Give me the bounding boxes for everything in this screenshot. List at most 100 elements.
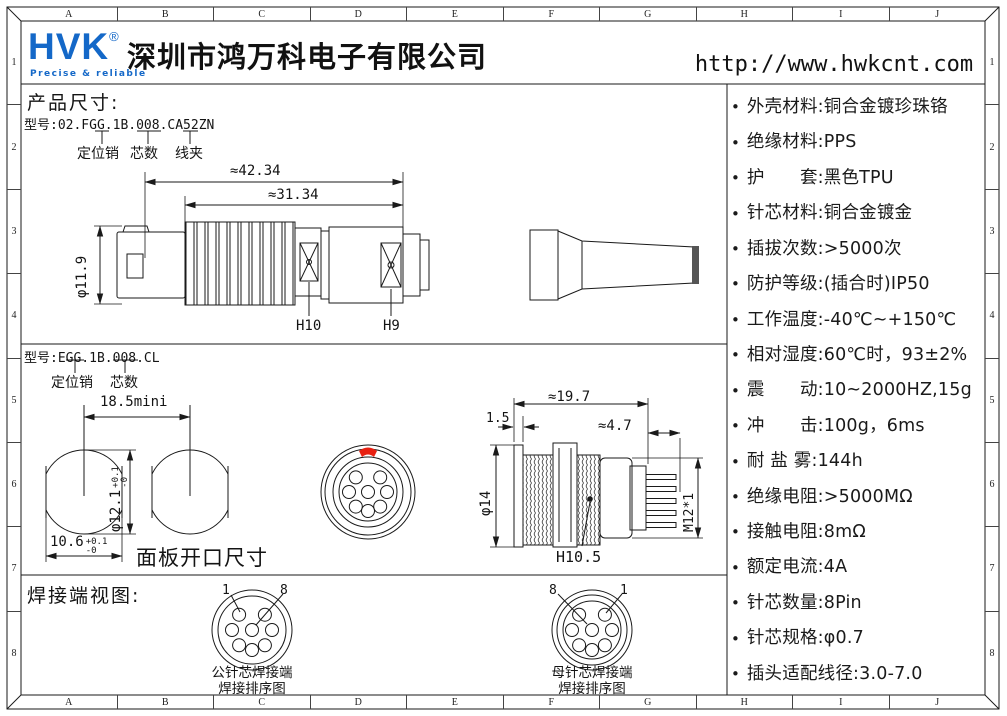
bullet-icon: • — [731, 594, 740, 613]
bullet-icon: • — [731, 665, 740, 684]
grid-col-label: B — [118, 7, 214, 21]
bullet-icon: • — [731, 488, 740, 507]
grid-col-label: D — [311, 695, 407, 709]
grid-col-label: H — [697, 695, 793, 709]
model-label-pin-count: 芯数 — [130, 146, 158, 162]
grid-row-label: 1 — [985, 21, 999, 106]
spec-item-shell-material: •外壳材料:铜合金镀珍珠铬 — [731, 97, 948, 117]
grid-col-label: F — [504, 695, 600, 709]
spec-item-pin-count: •针芯数量:8Pin — [731, 592, 862, 613]
model-label-pin-count: 芯数 — [110, 375, 138, 391]
female-weld-caption-line1: 母针芯焊接端 — [551, 665, 633, 681]
grid-col-label: G — [600, 7, 697, 21]
socket-side-view — [490, 398, 703, 548]
male-pin1-label: 1 — [222, 583, 230, 598]
female-pin8-label: 8 — [549, 583, 557, 598]
grid-row-label: 1 — [7, 21, 21, 106]
company-logo: HVK® — [28, 26, 120, 67]
grid-row-label: 4 — [7, 274, 21, 359]
dim-partial-length: ≈31.34 — [268, 187, 319, 203]
bullet-icon: • — [731, 381, 740, 400]
spec-item-operating-temp: •工作温度:-40℃~+150℃ — [731, 309, 957, 330]
grid-col-label: A — [21, 7, 118, 21]
model-label-locating-pin: 定位销 — [77, 146, 119, 162]
grid-strip-right: 1 2 3 4 5 6 7 8 — [985, 21, 999, 695]
dim-plug-diameter: φ11.9 — [74, 255, 90, 298]
dim-hex-h105: H10.5 — [556, 548, 602, 566]
bullet-icon: • — [731, 169, 740, 188]
grid-row-label: 2 — [985, 105, 999, 190]
bullet-icon: • — [731, 558, 740, 577]
grid-row-label: 3 — [985, 190, 999, 275]
bullet-icon: • — [731, 98, 740, 117]
grid-strip-left: 1 2 3 4 5 6 7 8 — [7, 21, 21, 695]
bullet-icon: • — [731, 523, 740, 542]
bullet-icon: • — [731, 629, 740, 648]
male-weld-caption-line1: 公针芯焊接端 — [211, 665, 293, 681]
spec-item-contact-resistance: •接触电阻:8mΩ — [731, 522, 866, 543]
dims-section1 — [94, 172, 404, 305]
spec-item-rated-current: •额定电流:4A — [731, 557, 848, 578]
grid-row-label: 7 — [7, 527, 21, 612]
grid-col-label: I — [793, 695, 890, 709]
section1-title: 产品尺寸: — [27, 92, 120, 114]
grid-col-label: I — [793, 7, 890, 21]
bullet-icon: • — [731, 240, 740, 259]
model-number-socket: 型号:EGG.1B.008.CL — [24, 351, 160, 366]
spec-item-sheath: •护 套:黑色TPU — [731, 167, 894, 188]
grid-row-label: 7 — [985, 527, 999, 612]
grid-col-label: J — [935, 8, 940, 20]
website-url[interactable]: http://www.hwkcnt.com — [694, 52, 974, 77]
bullet-icon: • — [731, 452, 740, 471]
registered-mark: ® — [109, 29, 120, 44]
dim-overall-length: ≈42.34 — [230, 163, 281, 179]
model2-leaders — [66, 359, 138, 373]
front-view — [320, 444, 416, 540]
plug-side-view — [116, 221, 430, 316]
spec-item-salt-spray: •耐 盐 雾:144h — [731, 451, 863, 472]
company-name: 深圳市鸿万科电子有限公司 — [127, 40, 488, 74]
bullet-icon: • — [731, 310, 740, 329]
bullet-icon: • — [731, 275, 740, 294]
spec-item-vibration: •震 动:10~2000HZ,15g — [731, 380, 972, 401]
grid-row-label: 3 — [7, 190, 21, 275]
grid-strip-top: A B C D E F G H I J — [21, 7, 985, 21]
grid-col-label: H — [697, 7, 793, 21]
spec-item-insulation-resistance: •绝缘电阻:>5000MΩ — [731, 486, 913, 507]
panel-cutouts — [36, 405, 238, 562]
grid-col-label: F — [504, 7, 600, 21]
female-pin1-label: 1 — [620, 583, 628, 598]
hex-mark-dot — [587, 496, 593, 502]
spec-item-relative-humidity: •相对湿度:60℃时，93±2% — [731, 344, 968, 365]
grid-strip-bottom: A B C D E F G H I J — [21, 695, 985, 709]
grid-row-label: 4 — [985, 274, 999, 359]
bullet-icon: • — [731, 417, 740, 436]
female-weld-caption-line2: 焊接排序图 — [558, 681, 626, 697]
grid-col-label: C — [214, 7, 311, 21]
grid-row-label: 8 — [11, 647, 17, 659]
grid-row-label: 5 — [985, 359, 999, 443]
grid-row-label: 2 — [7, 105, 21, 190]
grid-col-label: B — [118, 695, 214, 709]
section3-title: 焊接端视图: — [27, 585, 141, 607]
grid-col-label: E — [407, 7, 504, 21]
panel-cutout-caption: 面板开口尺寸 — [136, 546, 268, 570]
model-number-plug: 型号:02.FGG.1B.008.CA52ZN — [24, 118, 215, 133]
orientation-mark-red — [359, 447, 377, 457]
spec-item-pin-size: •针芯规格:φ0.7 — [731, 628, 864, 649]
dim-hex-h10: H10 — [296, 318, 322, 334]
spec-panel: •外壳材料:铜合金镀珍珠铬 •绝缘材料:PPS •护 套:黑色TPU •针芯材料… — [731, 97, 983, 684]
dim-thread-spec: M12*1 — [682, 492, 697, 532]
male-pin8-label: 8 — [280, 583, 288, 598]
model-label-locating-pin: 定位销 — [51, 375, 93, 391]
spec-item-mating-cycles: •插拔次数:>5000次 — [731, 238, 902, 259]
model1-leaders — [95, 130, 198, 144]
spec-item-cable-range: •插头适配线径:3.0-7.0 — [731, 663, 923, 684]
dim-hex-h9: H9 — [383, 318, 400, 334]
grid-row-label: 5 — [7, 359, 21, 443]
grid-row-label: 6 — [7, 443, 21, 528]
model-label-cable-clamp: 线夹 — [175, 146, 203, 162]
grid-row-label: 8 — [989, 647, 995, 659]
grid-row-label: 6 — [985, 443, 999, 528]
